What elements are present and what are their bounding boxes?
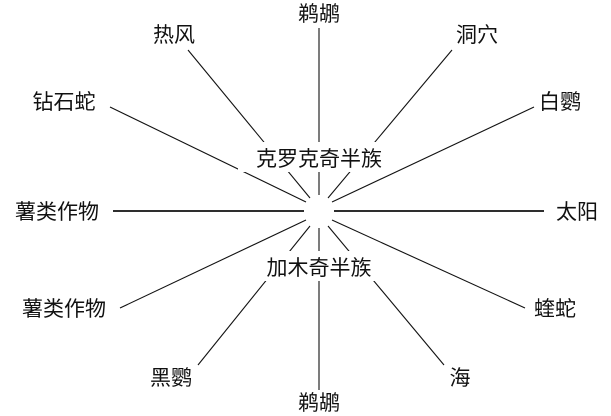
node-lower-right: 蝰蛇 [534,297,576,321]
spoke-upper-right [331,106,535,203]
node-top-right: 洞穴 [456,23,498,47]
spoke-top-left [187,49,311,199]
spoke-upper-left [109,106,307,203]
node-top: 鹈鹕 [298,2,340,26]
spoke-bottom-right [327,225,445,366]
spoke-lower-right [331,219,526,309]
node-left: 薯类作物 [15,200,99,224]
node-top-left: 热风 [153,23,195,47]
spoke-top-right [327,49,453,199]
node-right: 太阳 [556,200,598,224]
center-lower-backdrop [250,251,388,281]
node-upper-left: 钻石蛇 [33,90,96,114]
spoke-lower-left [119,219,307,309]
node-bottom-right: 海 [450,366,471,390]
node-lower-left: 薯类作物 [22,297,106,321]
spokes [109,28,544,390]
node-upper-right: 白鹦 [539,90,581,114]
spoke-bottom-left [197,225,311,366]
center-upper-backdrop [238,142,390,172]
node-bottom-left: 黑鹦 [150,366,192,390]
center-label-upper: 克罗克奇半族 [256,147,382,171]
node-bottom: 鹈鹕 [298,391,340,415]
center-label-lower: 加木奇半族 [267,256,372,280]
